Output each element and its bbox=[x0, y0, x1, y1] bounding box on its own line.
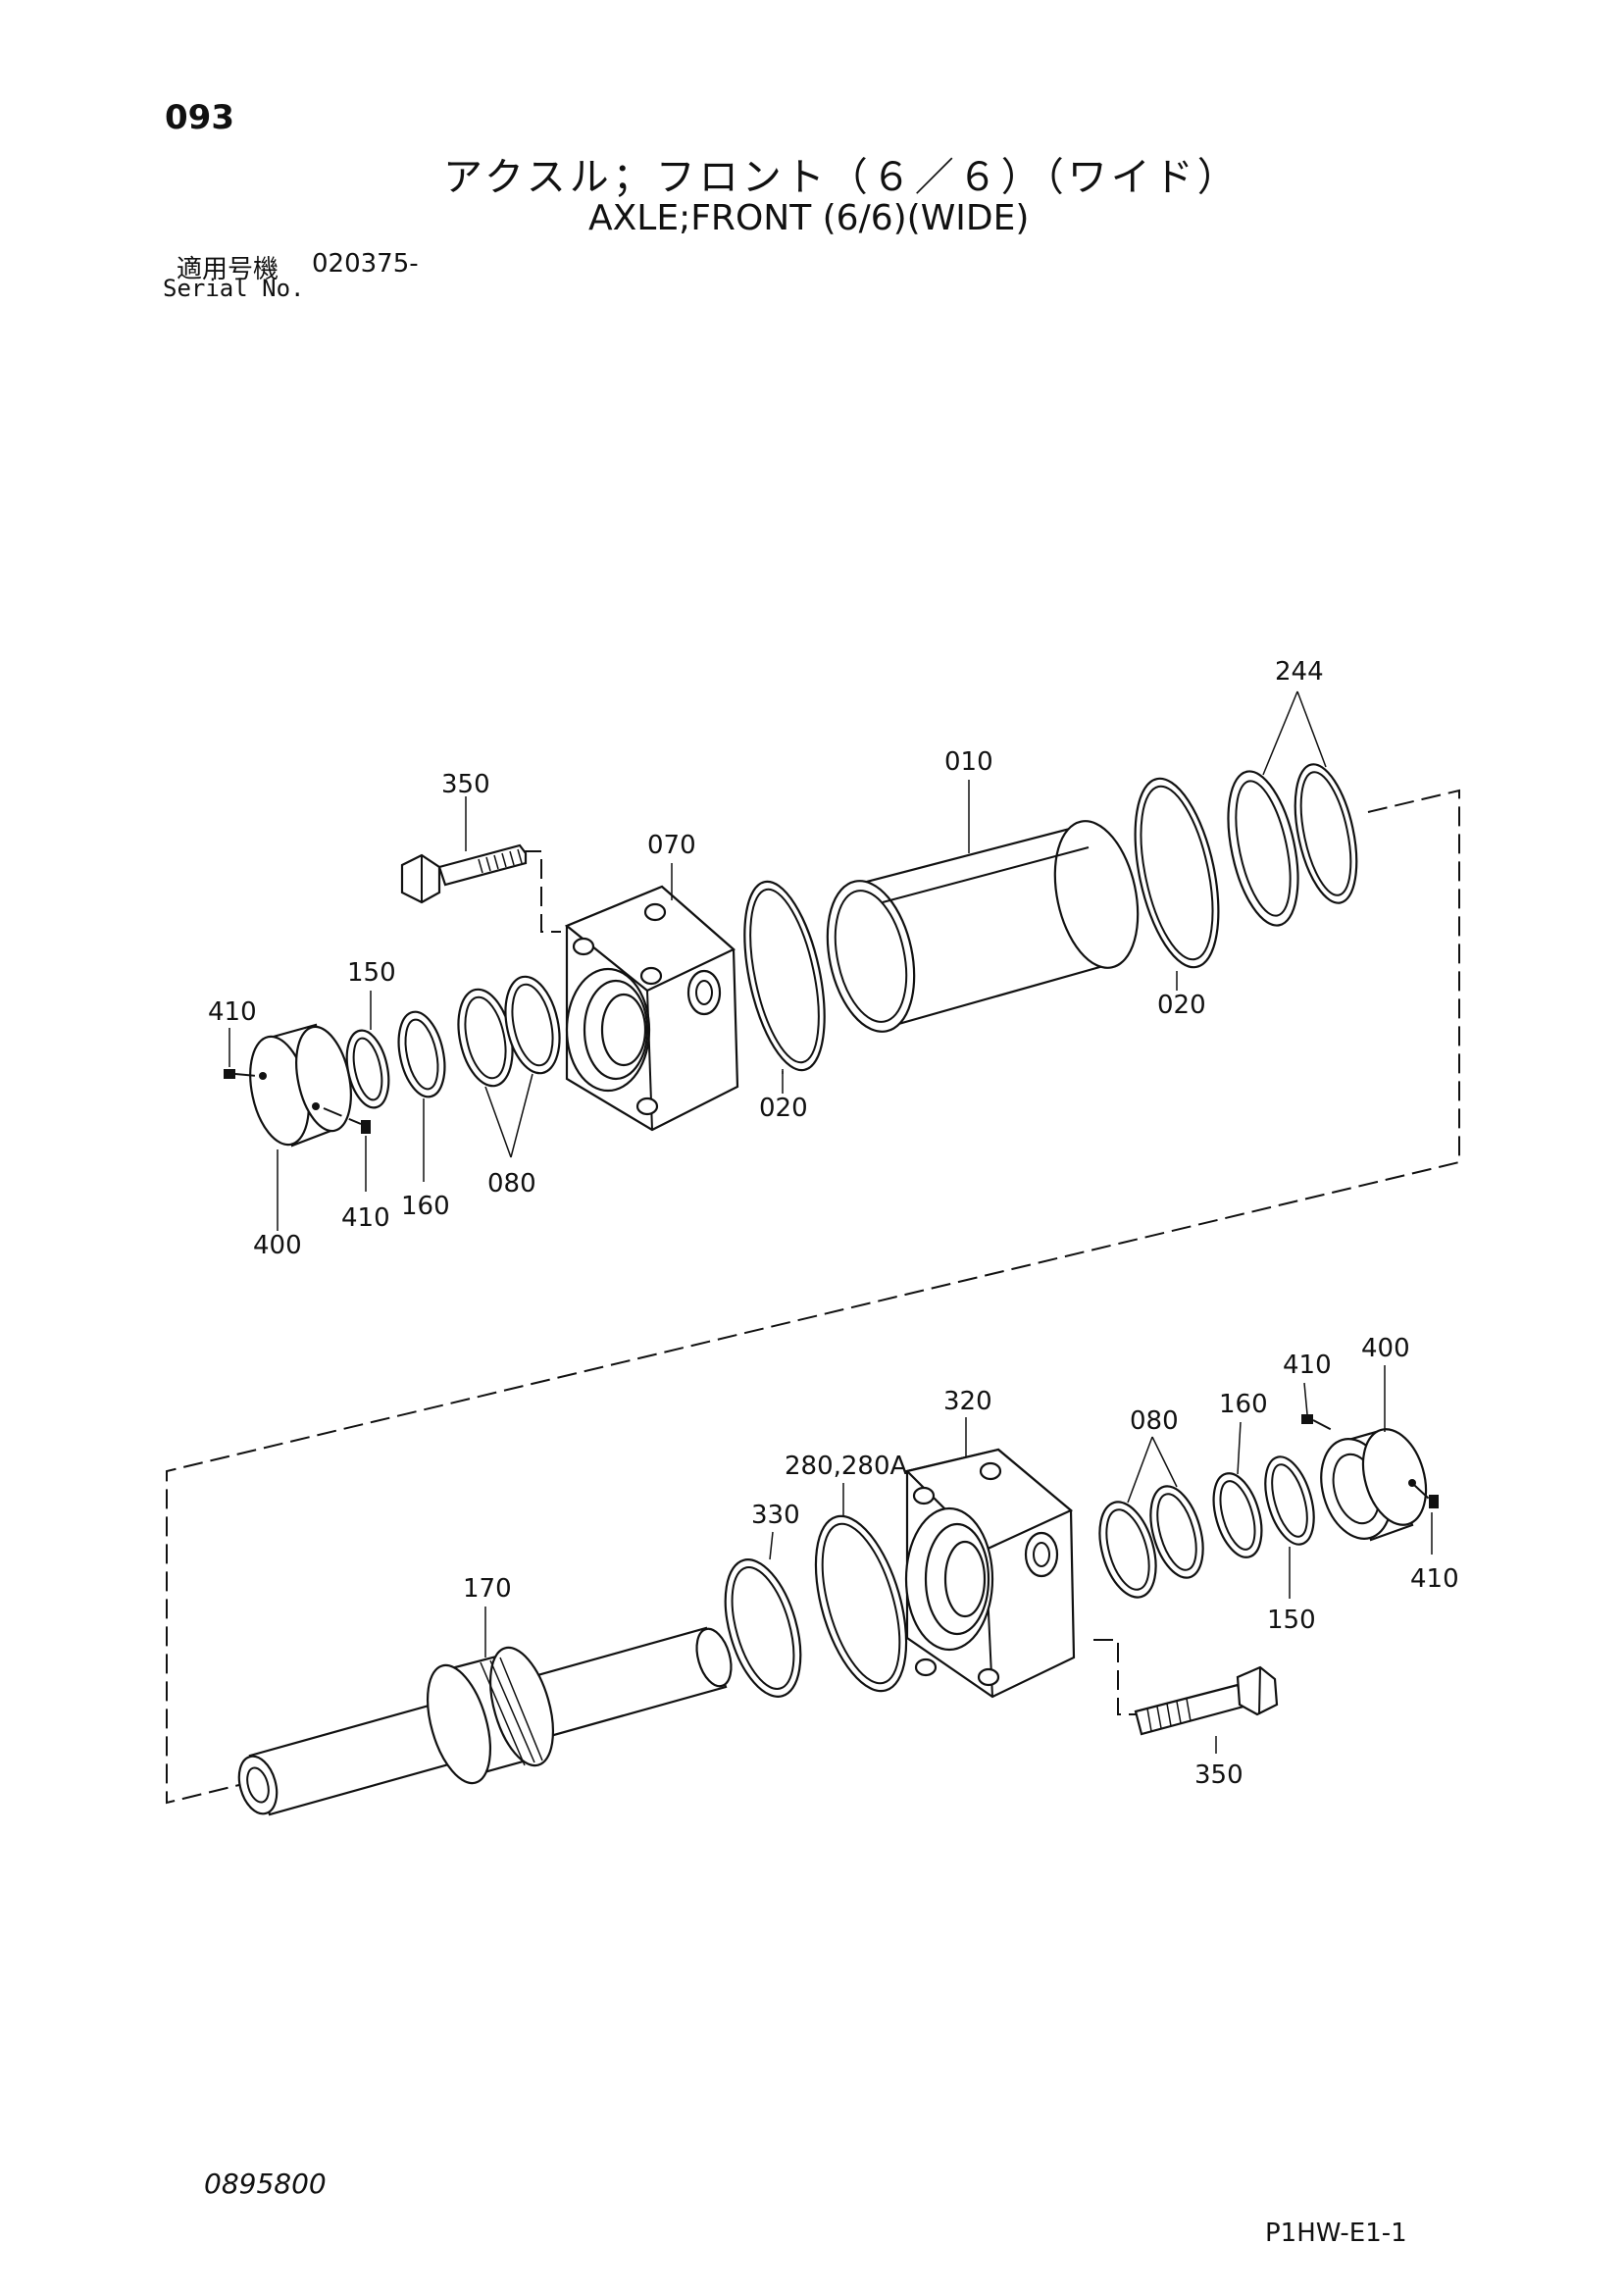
collar-400-bottom bbox=[1320, 1428, 1428, 1542]
callout-350-bottom: 350 bbox=[1194, 1760, 1243, 1790]
callout-160-bottom: 160 bbox=[1219, 1390, 1268, 1419]
ring-150-top bbox=[345, 1029, 390, 1109]
serial-number-value: 020375- bbox=[312, 249, 419, 279]
document-number: 0895800 bbox=[204, 2168, 327, 2200]
backup-ring-080-bottom-a bbox=[1098, 1501, 1157, 1599]
callout-400-bottom: 400 bbox=[1361, 1334, 1410, 1363]
title-english: AXLE;FRONT (6/6)(WIDE) bbox=[588, 198, 1030, 238]
callout-350-top: 350 bbox=[441, 770, 490, 799]
bolt-350-bottom bbox=[1134, 1665, 1279, 1736]
callout-070: 070 bbox=[647, 831, 696, 860]
set-screw-410-top-right bbox=[323, 1107, 371, 1134]
callout-150-top: 150 bbox=[347, 958, 396, 988]
ring-160-bottom bbox=[1212, 1472, 1263, 1558]
ring-160-top bbox=[397, 1010, 446, 1098]
callout-080-top: 080 bbox=[487, 1169, 536, 1199]
callout-410-bottom-top: 410 bbox=[1283, 1351, 1332, 1380]
callout-170: 170 bbox=[463, 1574, 512, 1604]
serial-label-japanese: 適用号機 bbox=[177, 255, 279, 284]
flange-housing-070 bbox=[564, 885, 739, 1132]
flange-housing-320 bbox=[904, 1448, 1076, 1699]
leader-lines bbox=[228, 690, 1433, 1754]
set-screw-410-bottom-top bbox=[1301, 1414, 1337, 1433]
callout-320: 320 bbox=[943, 1387, 992, 1416]
set-screw-410-bottom-right bbox=[1413, 1484, 1439, 1508]
backup-ring-080-top-a bbox=[457, 988, 514, 1088]
callout-150-bottom: 150 bbox=[1267, 1606, 1316, 1635]
callout-020-a: 020 bbox=[759, 1094, 808, 1123]
ring-280-280a bbox=[814, 1514, 908, 1693]
callout-244: 244 bbox=[1275, 657, 1324, 687]
callout-410-bottom-right: 410 bbox=[1410, 1564, 1459, 1594]
callout-330: 330 bbox=[751, 1501, 800, 1530]
page-number: 093 bbox=[165, 98, 234, 137]
ring-244-b bbox=[1294, 763, 1358, 904]
ring-244-a bbox=[1227, 770, 1299, 927]
callout-410-top-bottom: 410 bbox=[341, 1203, 390, 1233]
backup-ring-080-top-b bbox=[504, 975, 561, 1075]
callout-080-bottom: 080 bbox=[1130, 1406, 1179, 1436]
assembly-alignment-line bbox=[166, 789, 1460, 1805]
cylinder-tube-010 bbox=[826, 820, 1140, 1033]
serial-label-english: Serial No. bbox=[163, 275, 305, 302]
ring-150-bottom bbox=[1264, 1455, 1315, 1546]
collar-400-top bbox=[249, 1023, 352, 1148]
callout-160-top: 160 bbox=[401, 1192, 450, 1221]
page-code: P1HW-E1-1 bbox=[1265, 2219, 1407, 2248]
callout-400-top: 400 bbox=[253, 1231, 302, 1260]
part-callouts: 010 244 350 070 150 410 020 020 400 410 … bbox=[208, 657, 1459, 1790]
callout-020-b: 020 bbox=[1157, 991, 1206, 1020]
set-screw-410-top-left bbox=[224, 1069, 258, 1079]
bolt-350-top bbox=[400, 843, 528, 904]
ring-330 bbox=[724, 1558, 802, 1698]
piston-rod-170 bbox=[237, 1626, 733, 1816]
callout-410-top-left: 410 bbox=[208, 997, 257, 1027]
backup-ring-080-bottom-b bbox=[1149, 1485, 1204, 1579]
title-japanese: アクスル；フロント（６／６）（ワイド） bbox=[443, 155, 1241, 200]
callout-280-280a: 280,280A bbox=[785, 1452, 908, 1481]
callout-010: 010 bbox=[944, 747, 993, 777]
seal-020-a bbox=[743, 880, 826, 1072]
seal-020-b bbox=[1134, 777, 1220, 969]
